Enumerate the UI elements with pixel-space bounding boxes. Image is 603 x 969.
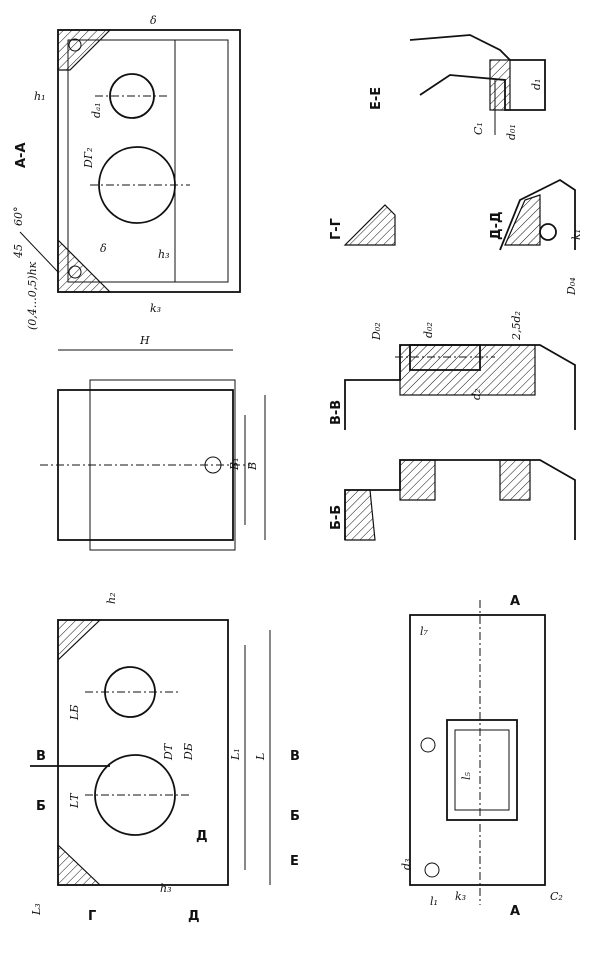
section-ee-view: Е-Е C₁ d₀₁ d₁ bbox=[369, 34, 546, 140]
aa-h-label: h₁ bbox=[34, 90, 46, 103]
base-bolt-1 bbox=[420, 737, 436, 753]
gg-title: Г-Г bbox=[329, 218, 344, 240]
aa-title: А-А bbox=[14, 142, 29, 168]
aa-bolt-top bbox=[68, 38, 82, 52]
base-cut-a-top: А bbox=[510, 594, 520, 609]
bb-hatch-mid bbox=[399, 459, 436, 501]
aa-bolt-bottom bbox=[68, 265, 82, 279]
dd-d04: D₀₄ bbox=[565, 277, 578, 296]
base-window bbox=[446, 719, 518, 821]
plan-l-label: L bbox=[254, 753, 267, 761]
base-cut-a-bottom: А bbox=[510, 904, 520, 919]
base-bolt-2 bbox=[424, 862, 440, 878]
bb-hatch-left bbox=[344, 489, 376, 541]
aa-angle45-label: 45 bbox=[12, 244, 25, 259]
plan-cut-v-right: В bbox=[290, 749, 300, 764]
ee-outline bbox=[409, 34, 546, 111]
plan-lt-label: LТ bbox=[68, 792, 81, 809]
plan-h-top: h₂ bbox=[105, 593, 118, 605]
bb-outline bbox=[344, 459, 576, 540]
base-outer bbox=[409, 614, 546, 886]
dd-k1: k₁ bbox=[570, 229, 583, 240]
base-window-inner bbox=[454, 729, 510, 811]
vv-d02-small: d₀₂ bbox=[422, 322, 435, 338]
section-bb-view: Б-Б bbox=[329, 459, 576, 541]
section-aa-view: А-А δ h₁ dₐ₁ DГ₂ 45 60° (0,4…0,5)hк k₃ h… bbox=[12, 14, 241, 330]
aa-dg2-label: DГ₂ bbox=[82, 147, 95, 169]
aa-outer-wall bbox=[57, 29, 241, 293]
side-b-label: B bbox=[246, 462, 259, 471]
section-gg-view: Г-Г bbox=[329, 204, 396, 246]
aa-angle60-label: 60° bbox=[12, 207, 25, 227]
plan-view: L L₁ LБ LТ DТ DБ L₃ В Б В Б Е Д Г Д h₂ h… bbox=[30, 593, 300, 924]
base-l1: l₁ bbox=[430, 895, 438, 908]
plan-corner-top bbox=[57, 619, 102, 662]
dd-outline bbox=[499, 178, 576, 251]
base-plan-view: А А d₃ l₁ k₃ l₅ l₇ C₂ bbox=[400, 594, 563, 919]
base-l7: l₇ bbox=[420, 625, 429, 638]
aa-h3-label: h₃ bbox=[158, 248, 170, 261]
ee-d1: d₁ bbox=[530, 79, 543, 90]
aa-k3-label: k₃ bbox=[150, 302, 161, 315]
gg-hatch bbox=[343, 204, 396, 246]
plan-l3-label: L₃ bbox=[30, 903, 43, 916]
vv-depth: 2,5d₂ bbox=[510, 311, 523, 341]
bb-title: Б-Б bbox=[329, 505, 344, 530]
base-l5: l₅ bbox=[460, 771, 473, 780]
base-c2: C₂ bbox=[550, 890, 563, 903]
plan-cut-b2-left: Б bbox=[36, 799, 46, 814]
section-dd-view: Д-Д k₁ D₀₄ bbox=[489, 178, 583, 296]
plan-corner-bottom bbox=[57, 843, 102, 886]
plan-cut-b-right: Б bbox=[290, 809, 300, 824]
dd-title: Д-Д bbox=[489, 211, 504, 240]
side-h-label: H bbox=[139, 334, 150, 347]
aa-hfrac-label: (0,4…0,5)hк bbox=[26, 261, 39, 330]
vv-d02-big: D₀₂ bbox=[370, 322, 383, 341]
aa-delta-top: δ bbox=[150, 14, 157, 27]
plan-cut-g: Г bbox=[88, 909, 96, 924]
vv-title: В-В bbox=[329, 400, 344, 425]
vv-d2: d₂ bbox=[470, 389, 483, 400]
plan-cut-d-inner: Д bbox=[196, 829, 208, 844]
aa-delta-bottom: δ bbox=[100, 242, 107, 255]
dd-bolt-hole bbox=[539, 223, 557, 241]
plan-lb-label: LБ bbox=[68, 705, 81, 721]
dd-hatch bbox=[504, 194, 541, 246]
plan-cut-b-left: В bbox=[36, 749, 46, 764]
plan-cut-e-right: Е bbox=[290, 854, 299, 869]
ee-d01: d₀₁ bbox=[505, 124, 518, 140]
plan-l1-label: L₁ bbox=[229, 748, 242, 761]
plan-large-bore bbox=[94, 754, 176, 836]
side-b1-label: B₁ bbox=[228, 458, 241, 472]
side-view: H B B₁ bbox=[40, 334, 266, 551]
aa-corner-rib-bottom bbox=[57, 238, 112, 293]
plan-dt-label: DТ bbox=[162, 742, 175, 761]
side-bolt bbox=[204, 456, 222, 474]
base-k3: k₃ bbox=[455, 890, 466, 903]
plan-db-label: DБ bbox=[182, 743, 195, 761]
aa-da1-label: dₐ₁ bbox=[90, 102, 103, 118]
aa-inner-wall bbox=[67, 39, 229, 283]
bb-hatch-right bbox=[499, 459, 531, 501]
plan-h3-label: h₃ bbox=[160, 882, 172, 895]
plan-outer bbox=[57, 619, 229, 886]
base-d3: d₃ bbox=[400, 859, 413, 870]
aa-corner-rib-top bbox=[57, 29, 112, 71]
ee-c1: C₁ bbox=[472, 122, 485, 135]
aa-angle-leader bbox=[19, 231, 59, 273]
plan-cut-d: Д bbox=[188, 909, 200, 924]
section-vv-view: В-В D₀₂ d₀₂ d₂ 2,5d₂ bbox=[329, 311, 576, 430]
ee-title: Е-Е bbox=[369, 87, 384, 110]
ee-hatch bbox=[489, 59, 511, 111]
